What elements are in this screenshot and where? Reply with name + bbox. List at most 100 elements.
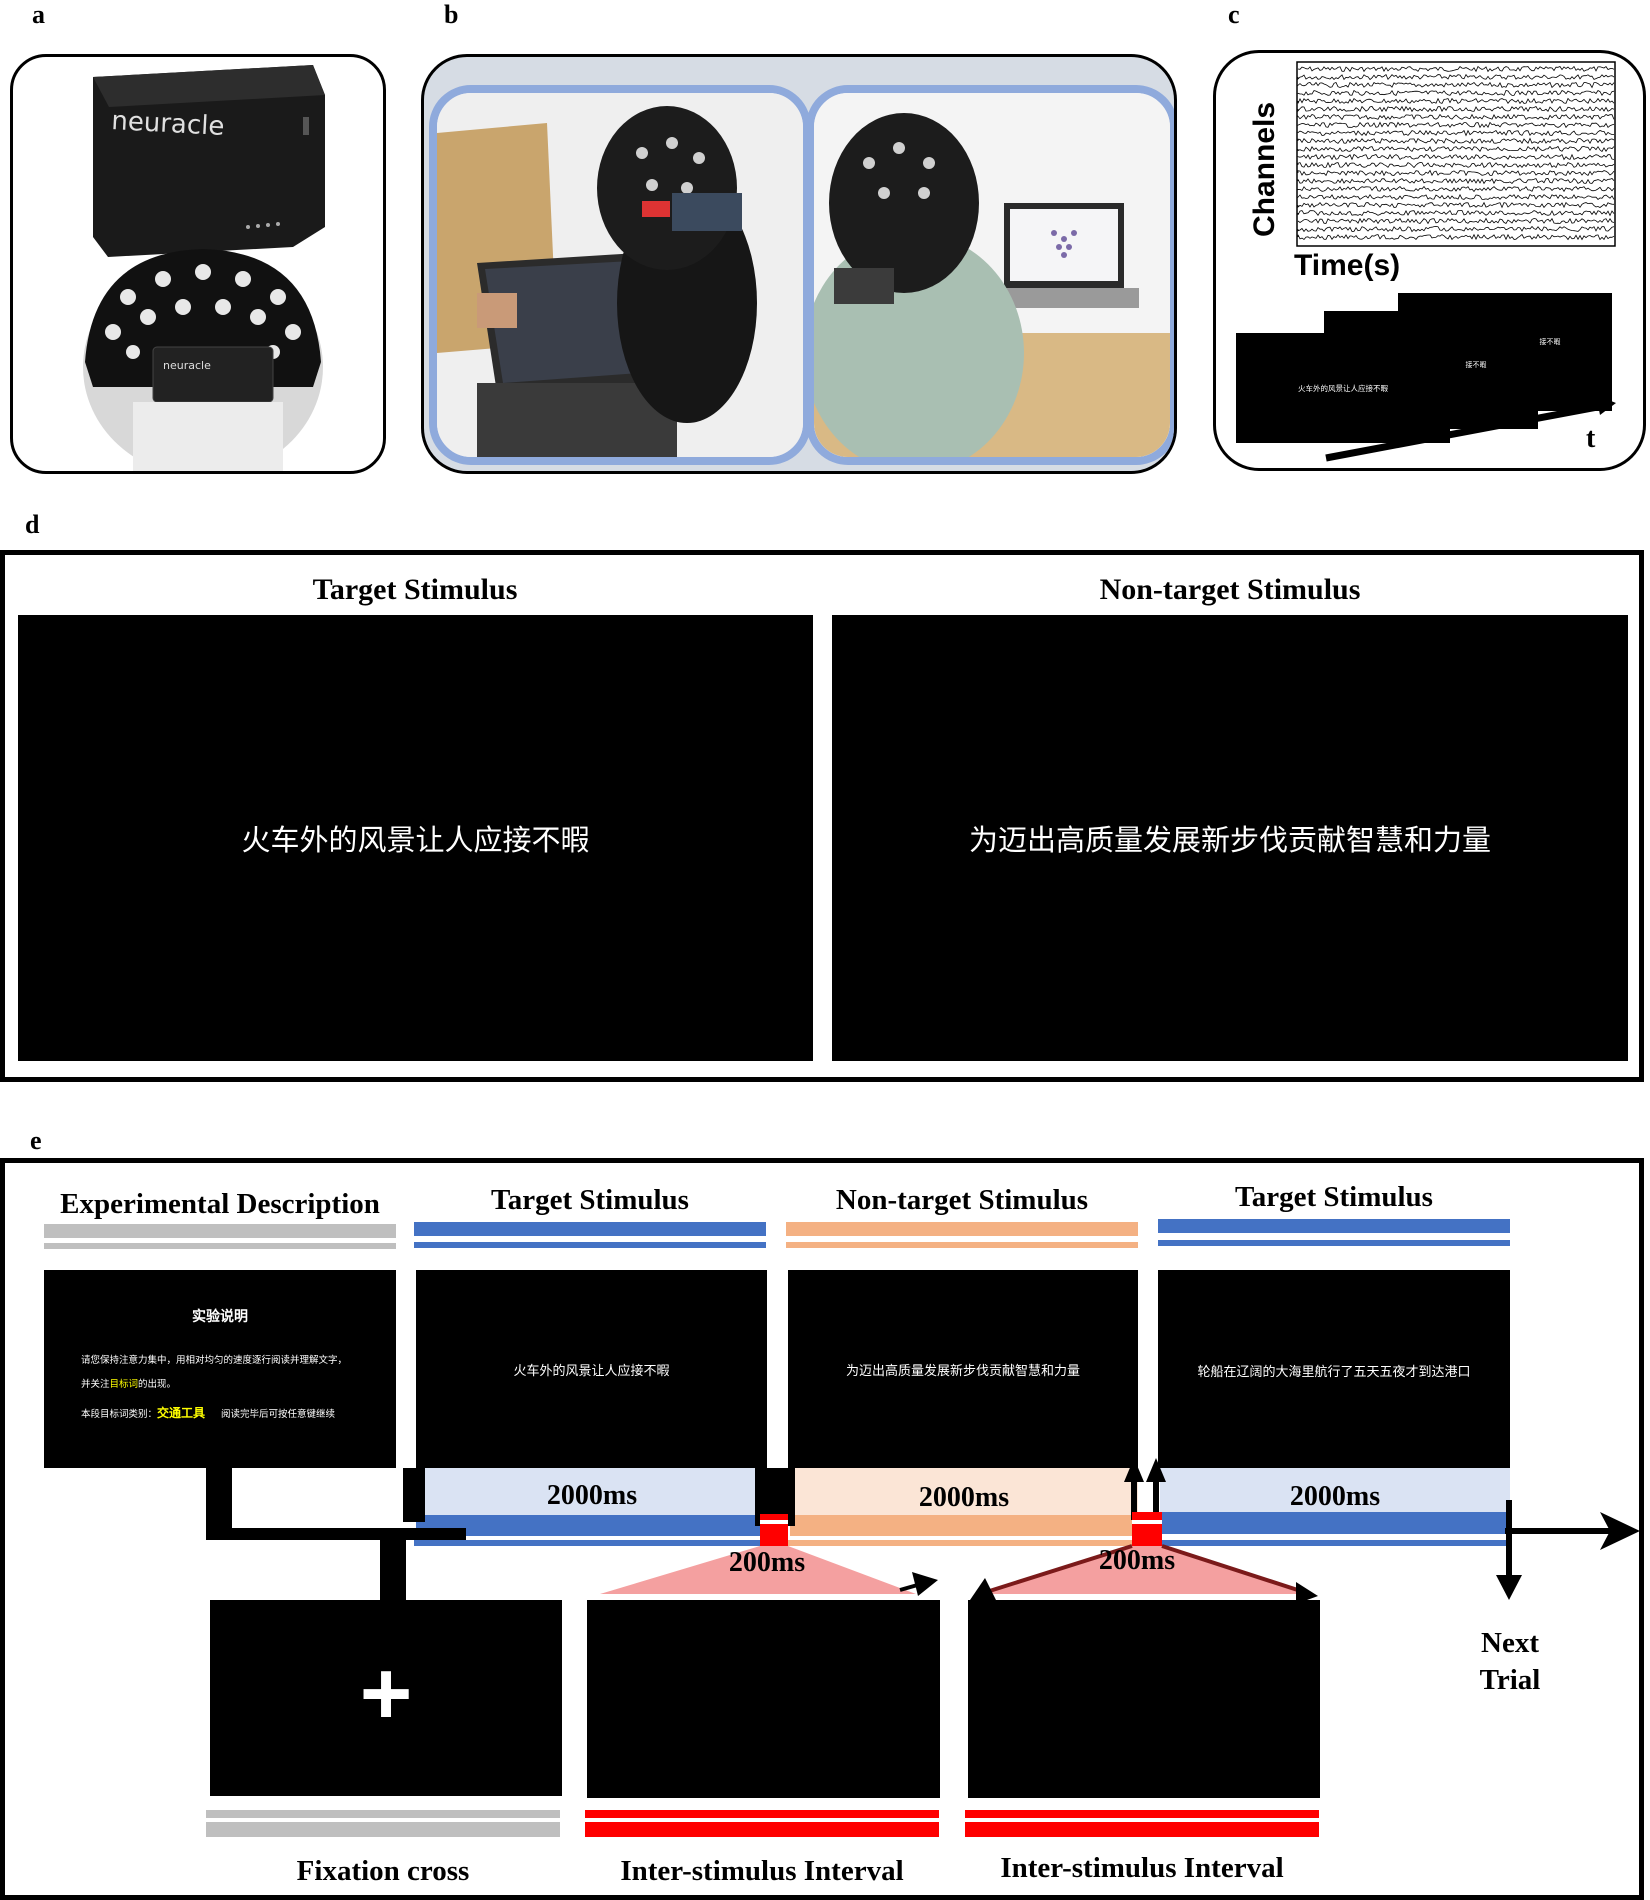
target-stimulus-screen: 火车外的风景让人应接不暇 [18,615,813,1061]
description-line-3: 本段目标词类别：交通工具阅读完毕后可按任意键继续 [81,1404,335,1421]
isi1-marker [760,1514,788,1548]
nontarget-bar-thick [786,1222,1138,1236]
eeg-device-photo: neuracle neuracle [83,65,325,471]
target2-heading: Target Stimulus [1235,1181,1433,1213]
eeg-channel-trace [1297,105,1615,113]
isi2-marker [1132,1512,1162,1548]
target1-heading: Target Stimulus [491,1184,689,1216]
target2-bar-thin [1158,1240,1510,1246]
panel-label-e: e [30,1126,42,1155]
eeg-channel-trace [1297,65,1615,73]
subject-photo-right [806,85,1174,465]
description-line-1: 请您保持注意力集中，用相对均匀的速度逐行阅读并理解文字， [81,1355,348,1366]
description-line-2: 并关注目标词的出现。 [81,1376,176,1390]
description-target-word: 目标词 [109,1379,139,1390]
slide-1-text: 火车外的风景让人应接不暇 [1298,383,1388,393]
stimulus-screen-1: 火车外的风景让人应接不暇 [416,1270,767,1468]
subject-photo-left [429,85,811,465]
eeg-channel-trace [1297,153,1615,161]
time-arrow [1325,395,1616,462]
description-to-fixation-link [206,1528,466,1540]
cap-brand-text: neuracle [163,359,211,372]
panel-c-frame: Channels Time(s) 接不暇 接不暇 火车外的风景让人应接不暇 t [1213,50,1646,471]
nontarget-duration-label: 2000ms [918,1482,1010,1513]
isi2-zoom-arrowhead-left [970,1578,996,1600]
nontarget-duration-line [786,1540,1138,1546]
fixation-cross-icon: + [359,1643,413,1744]
isi2-duration-label: 200ms [1098,1545,1176,1576]
eeg-channel-trace [1297,137,1615,145]
slide-1: 火车外的风景让人应接不暇 [1236,333,1450,443]
description-line-3-prefix: 本段目标词类别： [81,1409,158,1420]
eeg-x-label: Time(s) [1294,249,1401,282]
stimulus-screen-3: 轮船在辽阔的大海里航行了五天五夜才到达港口 [1158,1270,1510,1470]
next-trial-label: Next Trial [1430,1625,1590,1699]
isi1-bar-thin [585,1810,939,1818]
panel-b-frame [421,54,1177,474]
time-arrow-label: t [1586,423,1596,454]
isi2-label: Inter-stimulus Interval [1000,1852,1284,1884]
isi1-zoom-wedge [600,1546,916,1594]
isi1-blank-screen [587,1600,940,1798]
nontarget-bar-thin [786,1242,1138,1248]
stimulus-screen-2: 为迈出高质量发展新步伐贡献智慧和力量 [788,1270,1138,1468]
target1-duration-bar [416,1468,768,1518]
nontarget-stimulus-screen: 为迈出高质量发展新步伐贡献智慧和力量 [832,615,1628,1061]
isi1-bar-thick [585,1822,939,1837]
stimulus-1-text: 火车外的风景让人应接不暇 [513,1363,670,1379]
target1-bar-thin [414,1242,766,1248]
eeg-channel-trace [1297,193,1615,200]
device-brand-text: neuracle [111,106,226,142]
panel-a-frame: neuracle neuracle [10,54,386,474]
eeg-channel-trace [1297,225,1615,233]
eeg-channel-trace [1297,185,1615,193]
isi2-bar-thick [965,1822,1319,1837]
eeg-channel-trace [1297,81,1615,89]
eeg-channel-trace [1297,121,1615,129]
eeg-channel-trace [1297,209,1615,217]
description-title: 实验说明 [192,1309,248,1325]
nontarget-duration-bar [790,1468,1138,1518]
slide-3-text: 接不暇 [1539,338,1561,346]
fixation-connector [380,1536,406,1602]
description-line-2-prefix: 并关注 [81,1379,110,1390]
description-connector [206,1468,232,1536]
panel-label-a: a [32,0,45,29]
panel-label-c: c [1228,0,1240,29]
description-line-3-suffix: 阅读完毕后可按任意键继续 [221,1409,336,1420]
stimulus-2-text: 为迈出高质量发展新步伐贡献智慧和力量 [845,1363,1080,1379]
isi1-duration-label: 200ms [728,1547,806,1578]
target2-duration-bar [1160,1468,1510,1513]
eeg-channel-trace [1297,145,1615,153]
nontarget-duration-base [790,1515,1138,1536]
target-stimulus-heading: Target Stimulus [312,573,518,606]
fixation-label: Fixation cross [296,1855,470,1887]
amplifier-box [93,65,325,257]
isi2-blank-screen [968,1600,1320,1798]
eeg-channel-trace [1297,233,1615,241]
up-arrow-2-head [1146,1458,1166,1482]
panel-label-b: b [444,0,459,29]
next-trial-line-1: Next [1481,1627,1539,1659]
description-bar-thin [44,1243,396,1249]
eeg-channel-trace [1297,161,1615,169]
eeg-channel-trace [1297,89,1615,97]
fixation-bar-thick [206,1822,560,1837]
description-screen: 实验说明 请您保持注意力集中，用相对均匀的速度逐行阅读并理解文字， 并关注目标词… [44,1270,396,1468]
target1-bar-thick [414,1222,766,1236]
isi1-zoom-arrowhead [912,1572,938,1596]
target1-start-marker [403,1468,425,1522]
description-bar-thick [44,1224,396,1238]
isi2-bar-thin [965,1810,1319,1818]
slide-2-text: 接不暇 [1465,361,1487,369]
target1-duration-label: 2000ms [546,1480,638,1511]
eeg-channel-trace [1297,113,1615,121]
fixation-bar-thin [206,1810,560,1818]
target1-duration-line [414,1540,766,1546]
panel-label-d: d [25,510,40,539]
target-sentence: 火车外的风景让人应接不暇 [241,823,590,857]
target2-duration-line [1158,1540,1510,1546]
nontarget-heading: Non-target Stimulus [835,1184,1089,1216]
eeg-channel-trace [1297,97,1615,105]
